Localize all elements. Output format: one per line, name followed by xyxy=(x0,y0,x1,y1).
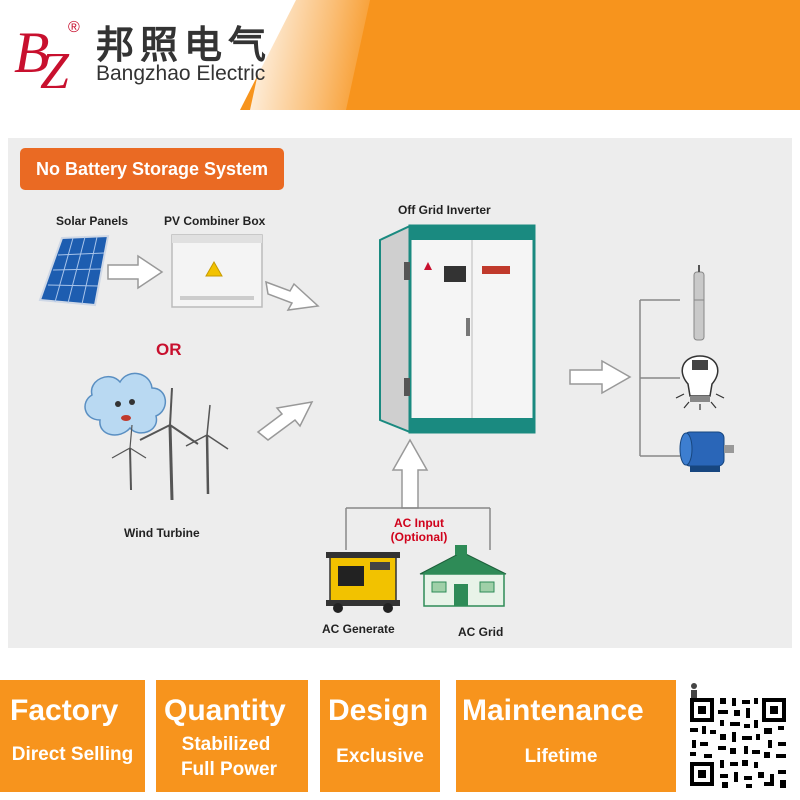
wind-cloud-icon xyxy=(84,372,166,436)
feature-title: Quantity xyxy=(164,694,286,727)
feature-title: Factory xyxy=(10,694,119,727)
feature-tile-quantity: Quantity Stabilized Full Power xyxy=(156,680,308,792)
ac-input-bracket xyxy=(345,507,491,550)
generator-icon xyxy=(326,552,400,613)
feature-subtitle-2: Full Power xyxy=(180,759,278,780)
label-off-grid-inverter: Off Grid Inverter xyxy=(398,203,491,217)
brand-name-chinese: 邦照电气 xyxy=(96,23,273,67)
arrow-combiner-to-inverter xyxy=(265,280,320,311)
feature-tile-maintenance: Maintenance Lifetime xyxy=(456,680,676,792)
solar-panel-icon xyxy=(38,234,110,307)
arrow-inverter-to-loads xyxy=(569,359,632,395)
feature-tile-design: Design Exclusive xyxy=(320,680,440,792)
label-ac-input-line2: (Optional) xyxy=(390,530,448,544)
label-ac-input-line1: AC Input xyxy=(394,516,444,530)
feature-subtitle: Lifetime xyxy=(524,746,598,767)
combiner-box-icon xyxy=(171,234,263,308)
motor-icon xyxy=(679,431,734,472)
brand-name-english: Bangzhao Electric xyxy=(96,62,266,85)
inverter-cabinet-icon xyxy=(379,224,536,434)
header-light-stripe xyxy=(250,0,370,110)
logo-letter-b: B xyxy=(14,20,49,85)
house-grid-icon xyxy=(419,545,507,607)
arrow-solar-to-combiner xyxy=(107,254,164,290)
bangzhao-logo: B Z ® xyxy=(14,19,80,94)
water-pump-icon xyxy=(693,265,705,341)
label-wind-turbine: Wind Turbine xyxy=(124,526,200,540)
feature-tile-factory: Factory Direct Selling xyxy=(0,680,145,792)
label-ac-grid: AC Grid xyxy=(458,625,504,639)
feature-subtitle: Exclusive xyxy=(336,746,424,767)
registered-mark: ® xyxy=(68,19,80,36)
label-solar-panels: Solar Panels xyxy=(56,214,129,228)
label-pv-combiner-box: PV Combiner Box xyxy=(164,214,266,228)
qr-code xyxy=(684,680,792,792)
arrow-wind-to-inverter xyxy=(256,401,314,441)
arrow-ac-input-to-inverter xyxy=(391,438,429,509)
feature-title: Maintenance xyxy=(462,694,644,727)
wind-turbines-icon xyxy=(111,387,229,501)
label-ac-input: AC Input (Optional) xyxy=(384,516,454,544)
label-or: OR xyxy=(156,340,182,359)
load-bracket xyxy=(639,299,680,457)
feature-subtitle: Direct Selling xyxy=(11,744,134,765)
light-bulb-icon xyxy=(675,355,725,410)
logo-letter-z: Z xyxy=(40,43,70,94)
diagram-title: No Battery Storage System xyxy=(20,148,284,190)
header: B Z ® 邦照电气 Bangzhao Electric xyxy=(0,0,800,110)
feature-subtitle: Stabilized xyxy=(181,734,271,755)
qr-code-icon xyxy=(684,680,792,792)
label-ac-generate: AC Generate xyxy=(322,622,395,636)
feature-title: Design xyxy=(328,694,429,727)
